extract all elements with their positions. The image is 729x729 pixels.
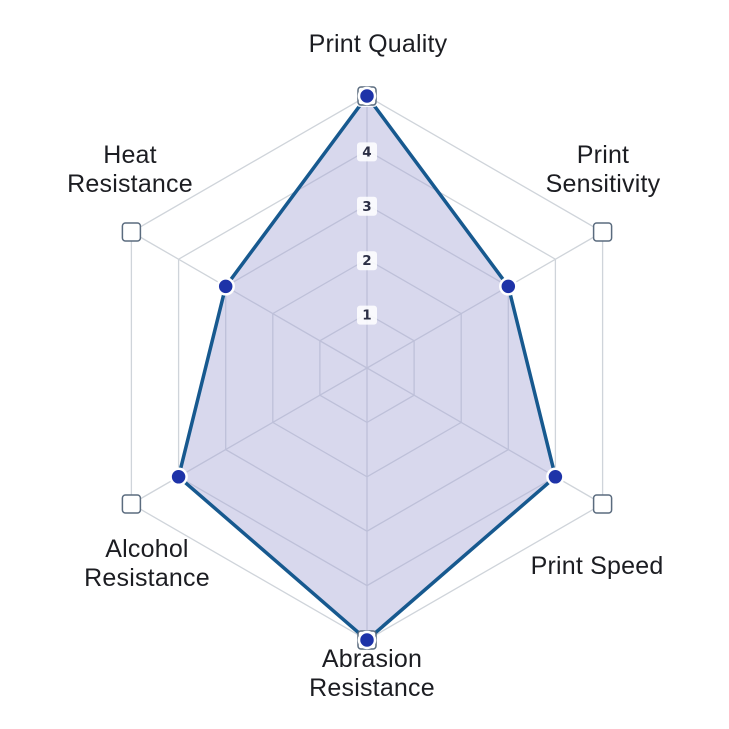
axis-handle-1[interactable]	[592, 222, 613, 242]
axis-label-0: Print Quality	[309, 30, 448, 58]
point-layer	[169, 86, 565, 650]
spoke-1	[366, 231, 603, 369]
axis-label-line: Resistance	[84, 564, 210, 592]
tick-layer: 12345	[357, 88, 377, 325]
series-layer	[176, 94, 558, 642]
series-area-0	[176, 94, 558, 642]
axis-label-line: Resistance	[67, 170, 193, 198]
axis-label-2: Print Speed	[531, 552, 664, 580]
axis-label-line: Print Speed	[531, 552, 664, 580]
data-point-4[interactable]	[169, 467, 188, 487]
axis-label-line: Resistance	[309, 674, 435, 702]
tick-label-bg	[357, 305, 377, 325]
axis-label-line: Heat	[103, 141, 157, 169]
spoke-5	[131, 231, 368, 369]
axis-label-line: Alcohol	[105, 535, 188, 563]
axis-handle-2[interactable]	[592, 494, 613, 514]
data-point-3[interactable]	[357, 630, 377, 650]
tick-label-1: 1	[362, 308, 371, 324]
data-point-1[interactable]	[499, 277, 518, 296]
tick-label-2: 2	[362, 253, 371, 269]
tick-label-4: 4	[362, 144, 371, 160]
axis-label-line: Print	[577, 141, 629, 169]
axis-handle-5[interactable]	[121, 222, 142, 242]
axis-label-line: Abrasion	[322, 645, 422, 673]
data-point-0[interactable]	[357, 86, 377, 106]
axis-label-line: Print Quality	[309, 30, 448, 58]
tick-label-bg	[357, 196, 377, 216]
tick-label-3: 3	[362, 199, 371, 215]
data-point-5[interactable]	[216, 277, 235, 296]
axis-label-line: Sensitivity	[546, 170, 661, 198]
data-point-2[interactable]	[546, 467, 565, 487]
axis-handle-4[interactable]	[121, 494, 142, 514]
tick-label-bg	[357, 142, 377, 162]
tick-label-bg	[357, 251, 377, 271]
